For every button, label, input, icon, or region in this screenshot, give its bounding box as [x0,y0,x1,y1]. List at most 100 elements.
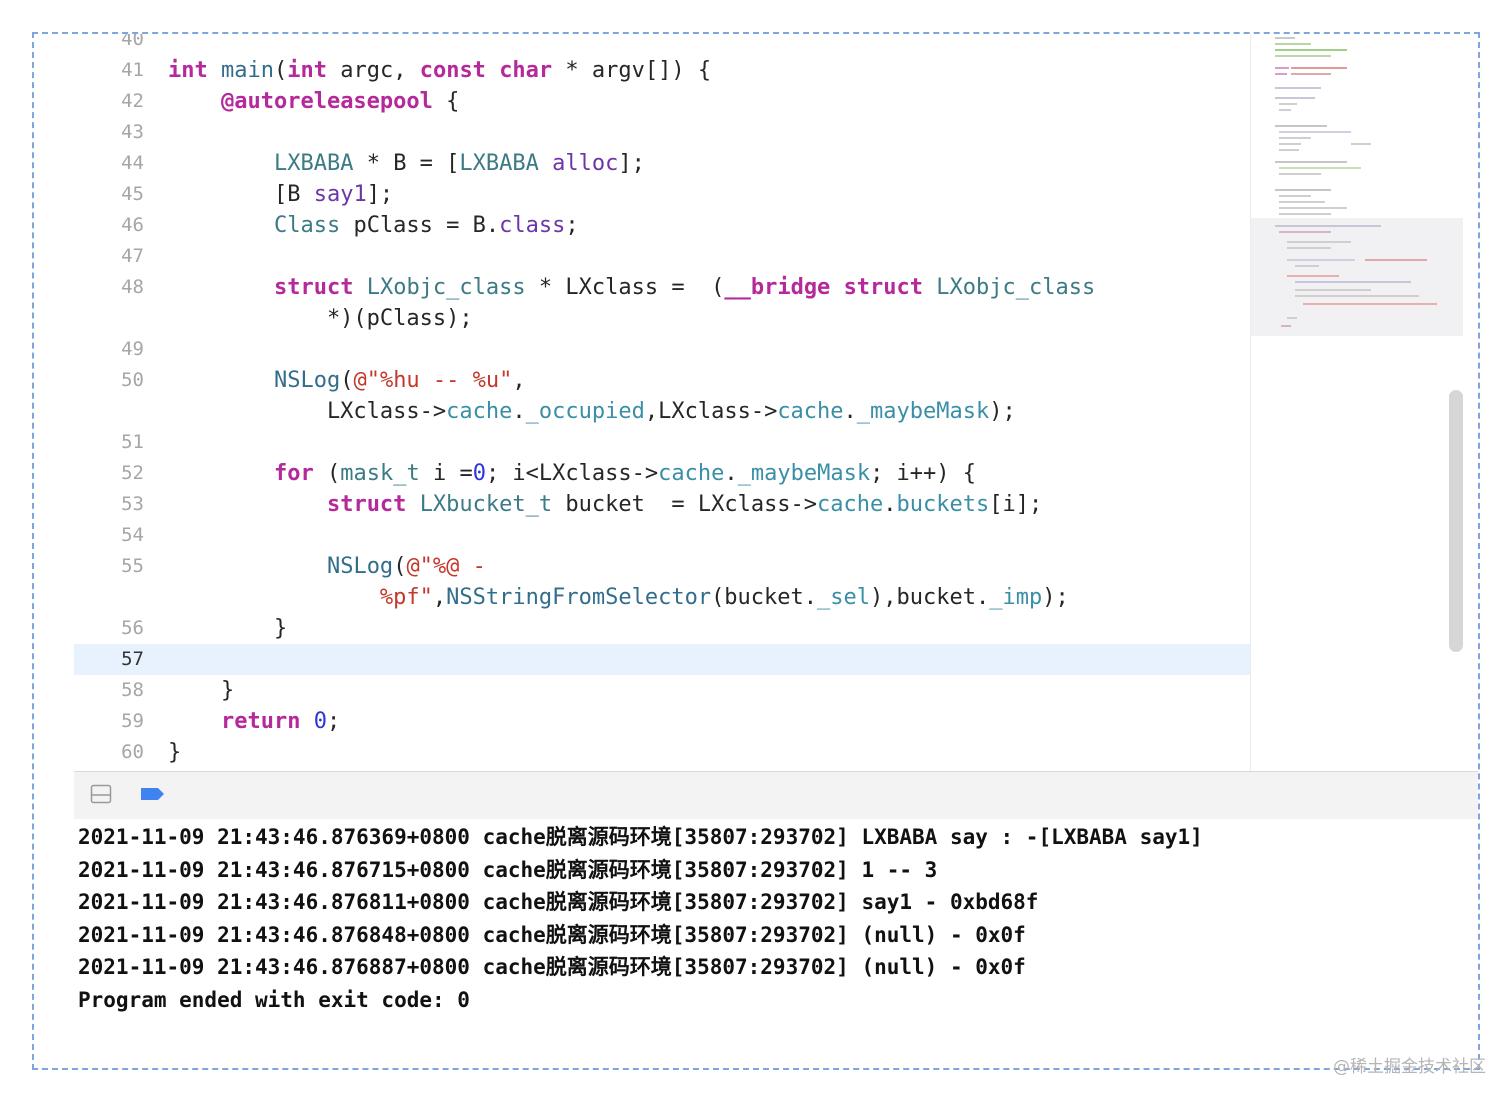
console-line: Program ended with exit code: 0 [78,987,470,1012]
code-line[interactable]: 56 } [74,613,1250,644]
code-token: . [883,492,897,517]
code-line[interactable]: 45 [B say1]; [74,179,1250,210]
code-text: } [168,675,234,706]
code-token: } [168,678,235,703]
code-token [353,275,366,300]
code-line[interactable]: 43 [74,117,1250,148]
code-token: 0 [472,461,486,486]
code-text: for (mask_t i =0; i<LXclass->cache._mayb… [168,458,976,489]
code-token [168,585,380,610]
code-token [486,58,499,83]
code-token [168,492,327,517]
code-token: struct [326,492,407,517]
code-token: * B = [ [353,151,460,176]
code-token: pClass = B. [340,213,500,238]
line-number: 41 [121,59,144,81]
code-token: Class [273,213,341,238]
minimap-preview [1275,37,1437,327]
code-token: LXobjc_class [366,275,526,300]
code-token: ,LXclass-> [644,399,778,424]
code-line[interactable]: 48 struct LXobjc_class * LXclass = (__br… [74,272,1250,303]
line-number: 51 [121,431,144,453]
code-token: NSLog [273,368,341,393]
code-token: * LXclass = ( [525,275,725,300]
line-number: 59 [121,710,144,732]
line-number: 45 [121,183,144,205]
code-token: int [287,58,327,83]
code-line[interactable]: 58 } [74,675,1250,706]
code-line[interactable]: 55 NSLog(@"%@ - [74,551,1250,582]
minimap-visible-region[interactable] [1251,218,1463,336]
code-line[interactable]: 51 [74,427,1250,458]
code-token [168,213,274,238]
code-line[interactable]: 47 [74,241,1250,272]
code-token: ; [565,213,579,238]
code-token: @"%@ - [406,554,486,579]
code-token: class [499,213,566,238]
debug-bar [74,771,1478,820]
code-token: @"%hu -- %u" [353,368,513,393]
code-line[interactable]: LXclass->cache._occupied,LXclass->cache.… [74,396,1250,427]
code-line[interactable]: 52 for (mask_t i =0; i<LXclass->cache._m… [74,458,1250,489]
line-number: 50 [121,369,144,391]
code-token: . [724,461,738,486]
code-line[interactable]: 49 [74,334,1250,365]
code-token: NSLog [326,554,394,579]
code-token: ( [273,58,288,83]
code-line[interactable]: 40 [74,34,1250,55]
minimap[interactable] [1250,34,1463,771]
code-line[interactable]: 60} [74,737,1250,768]
code-token: ( [313,461,341,486]
code-text: @autoreleasepool { [168,86,459,117]
code-text: struct LXbucket_t bucket = LXclass->cach… [168,489,1042,520]
code-token: _maybeMask [737,461,871,486]
console-toggle-icon[interactable] [90,783,112,805]
code-token: const [419,58,486,83]
code-text: LXBABA * B = [LXBABA alloc]; [168,148,645,179]
code-line[interactable]: *)(pClass); [74,303,1250,334]
code-token [168,89,221,114]
code-token: . [512,399,526,424]
code-text: } [168,737,181,768]
code-token: _sel [817,585,871,610]
line-number: 56 [121,617,144,639]
code-token: %pf" [379,585,433,610]
code-token [539,151,552,176]
code-line[interactable]: 42 @autoreleasepool { [74,86,1250,117]
code-line[interactable]: 57 [74,644,1250,675]
console-output[interactable]: 2021-11-09 21:43:46.876369+0800 cache脱离源… [74,819,1478,1068]
code-token: main [221,58,274,83]
code-line[interactable]: 46 Class pClass = B.class; [74,210,1250,241]
watermark-text: @稀土掘金技术社区 [1333,1057,1486,1077]
code-token: cache [446,399,513,424]
code-token: LXBABA [459,151,539,176]
code-line[interactable]: 44 LXBABA * B = [LXBABA alloc]; [74,148,1250,179]
code-token [168,151,274,176]
code-token: mask_t [340,461,420,486]
code-text: *)(pClass); [168,303,473,334]
code-token: ),bucket. [870,585,990,610]
code-token: for [273,461,314,486]
code-token [300,709,313,734]
line-number: 55 [121,555,144,577]
breakpoint-icon[interactable] [140,783,166,805]
line-number: 52 [121,462,144,484]
code-token: LXclass-> [168,399,447,424]
code-text: } [168,613,287,644]
code-line[interactable]: 59 return 0; [74,706,1250,737]
code-line[interactable]: 50 NSLog(@"%hu -- %u", [74,365,1250,396]
code-line[interactable]: 53 struct LXbucket_t bucket = LXclass->c… [74,489,1250,520]
line-number: 60 [121,741,144,763]
code-token: ( [393,554,407,579]
vertical-scrollbar[interactable] [1449,390,1463,652]
code-token: ; i<LXclass-> [485,461,659,486]
code-token: struct [273,275,354,300]
code-token: ); [1042,585,1069,610]
code-token [168,368,274,393]
code-line[interactable]: 54 [74,520,1250,551]
code-token: __bridge [724,275,831,300]
code-token: ; [326,709,341,734]
code-line[interactable]: %pf",NSStringFromSelector(bucket._sel),b… [74,582,1250,613]
